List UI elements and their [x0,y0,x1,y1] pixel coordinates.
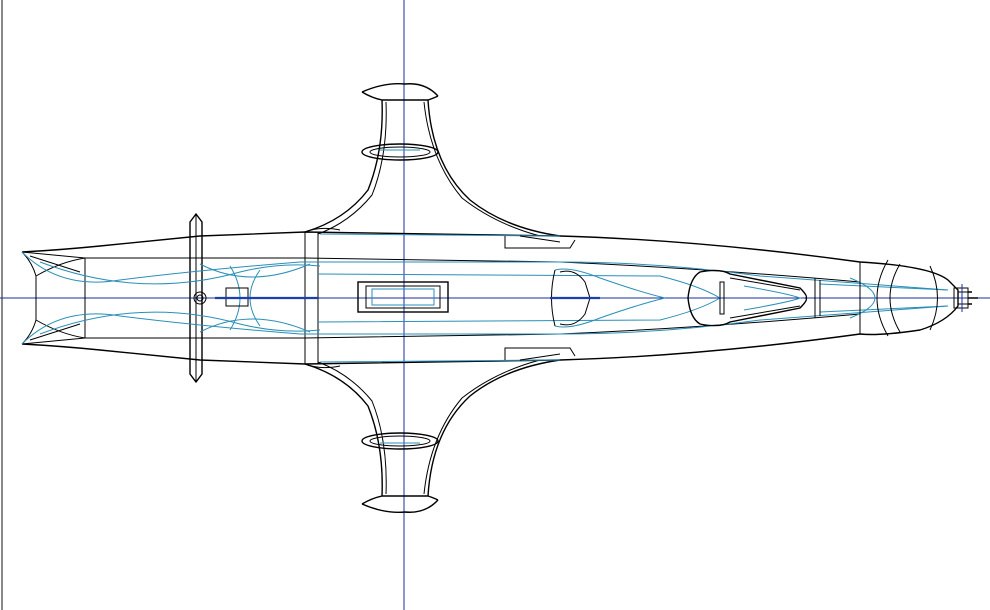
nose-probe [953,284,978,312]
side-blisters [504,235,576,361]
lower-wing [304,359,561,514]
canopy [687,269,808,327]
upper-wing [304,82,561,237]
center-hatch [357,281,449,313]
fuselage-outline [21,227,959,369]
tail-fins [21,212,203,384]
hidden-internal-lines [21,233,949,363]
nose-section [814,259,938,337]
